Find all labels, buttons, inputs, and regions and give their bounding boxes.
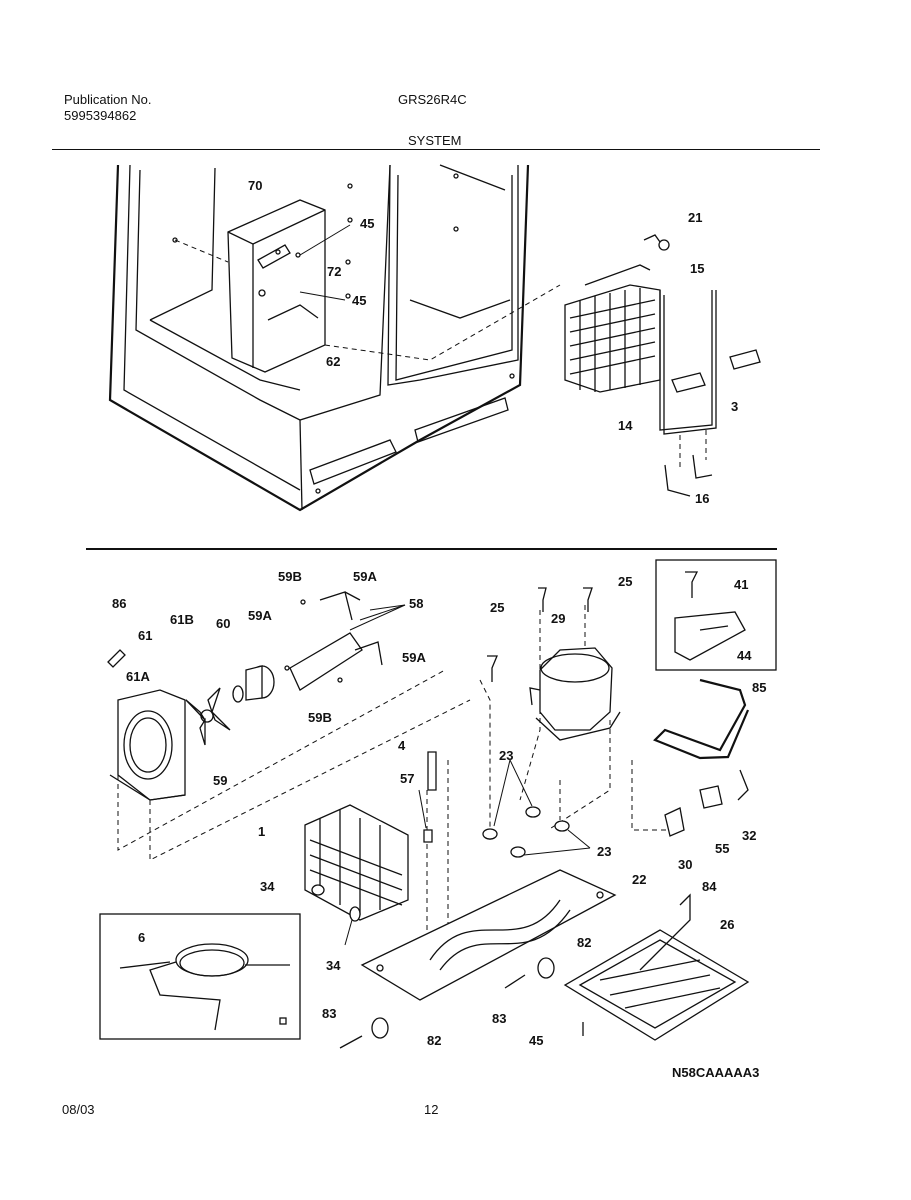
callout-45: 45 [529,1033,543,1048]
callout-labels: 70 45 72 45 62 21 15 3 14 16 59B 59A 86 … [112,178,766,1080]
callout-59a: 59A [248,608,272,623]
condenser-coil [564,234,670,393]
callout-44: 44 [737,648,752,663]
model-number: GRS26R4C [398,92,467,107]
callout-14: 14 [618,418,633,433]
clip-part [107,649,126,668]
callout-59: 59 [213,773,227,788]
screws [487,587,593,682]
header-rule [52,149,820,150]
callout-84: 84 [702,879,717,894]
callout-59a: 59A [353,569,377,584]
callout-45: 45 [352,293,366,308]
callout-25: 25 [618,574,632,589]
footer-date: 08/03 [62,1102,95,1117]
callout-86: 86 [112,596,126,611]
callout-60: 60 [216,616,230,631]
callout-26: 26 [720,917,734,932]
callout-82: 82 [427,1033,441,1048]
diagram-code: N58CAAAAA3 [672,1065,759,1080]
condenser-tube-and-clamps [659,290,761,497]
callout-16: 16 [695,491,709,506]
fan-motor [232,665,275,703]
base-plate [360,869,617,1001]
publication-number: 5995394862 [64,108,137,123]
fan-shroud [109,689,186,801]
callout-34: 34 [260,879,275,894]
callout-4: 4 [398,738,406,753]
callout-61a: 61A [126,669,150,684]
callout-70: 70 [248,178,262,193]
callout-55: 55 [715,841,729,856]
footer-page-number: 12 [424,1102,439,1117]
callout-1: 1 [258,824,265,839]
callout-6: 6 [138,930,145,945]
callout-32: 32 [742,828,756,843]
fan-blade [185,687,231,746]
callout-41: 41 [734,577,748,592]
electrical-parts [664,769,749,837]
callout-82: 82 [577,935,591,950]
callout-72: 72 [327,264,341,279]
drier-and-fitting [418,751,437,843]
section-title: SYSTEM [408,133,462,148]
callout-30: 30 [678,857,692,872]
tube-85 [653,678,750,760]
callout-59b: 59B [278,569,302,584]
callout-83: 83 [492,1011,506,1026]
callout-57: 57 [400,771,414,786]
callout-83: 83 [322,1006,336,1021]
callout-21: 21 [688,210,702,225]
air-duct-assembly [227,199,351,373]
callout-3: 3 [731,399,738,414]
fasteners-bottom [339,957,584,1049]
callout-23: 23 [597,844,611,859]
callout-62: 62 [326,354,340,369]
section-divider [86,548,777,550]
callout-61b: 61B [170,612,194,627]
grommets [482,759,591,858]
refrigerator-cabinet [108,164,530,512]
spacers [311,884,361,946]
callout-58: 58 [409,596,423,611]
tube-assembly [284,591,406,691]
callout-85: 85 [752,680,766,695]
wiring-harness-inset [99,913,301,1040]
callout-29: 29 [551,611,565,626]
bracket-inset [655,559,777,671]
drain-pan [563,893,750,1041]
callout-34: 34 [326,958,341,973]
condenser-coil-bottom [304,804,409,921]
callout-23: 23 [499,748,513,763]
callout-25: 25 [490,600,504,615]
publication-label: Publication No. [64,92,152,107]
callout-61: 61 [138,628,152,643]
callout-22: 22 [632,872,646,887]
compressor [529,647,621,741]
callout-15: 15 [690,261,704,276]
callout-59a: 59A [402,650,426,665]
callout-59b: 59B [308,710,332,725]
callout-45: 45 [360,216,374,231]
